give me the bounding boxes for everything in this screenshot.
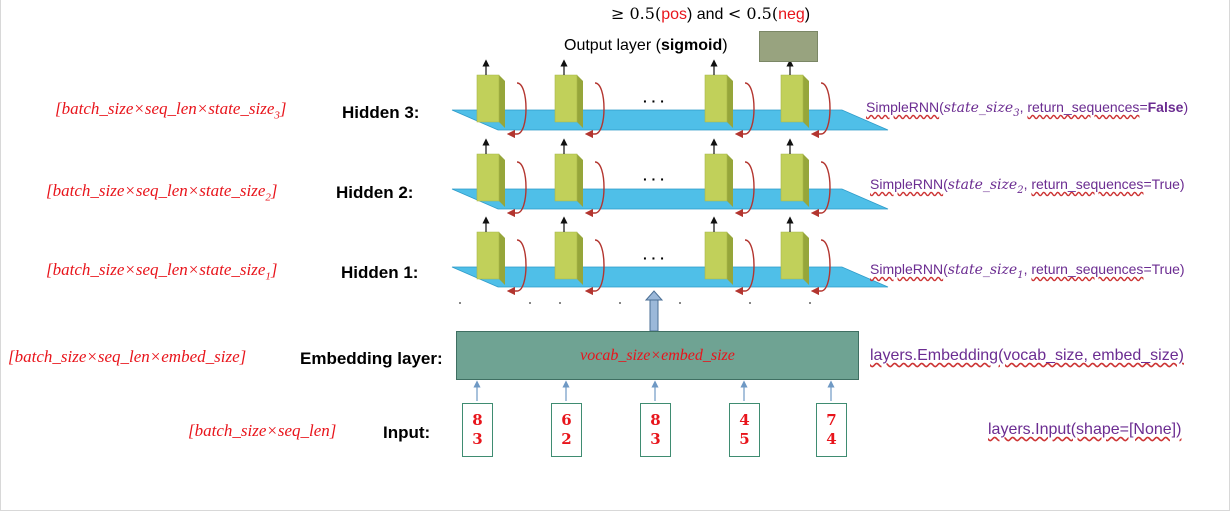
hidden1-dot-2 xyxy=(529,302,531,304)
hidden3-cell-1 xyxy=(476,74,500,123)
hidden1-shape: [batch_size×seq_len×state_size1] xyxy=(46,260,278,283)
hidden1-plane xyxy=(451,266,889,288)
hidden2-cell-2 xyxy=(554,153,578,202)
hidden1-cell-side-3 xyxy=(727,232,733,285)
embedding-shape: [batch_size×seq_len×embed_size] xyxy=(8,347,247,366)
hidden1-dot-5 xyxy=(679,302,681,304)
hidden2-recurrent-arrow-3 xyxy=(734,161,755,218)
hidden1-api: SimpleRNN(state_size1, return_sequences=… xyxy=(870,261,1185,281)
hidden1-recurrent-arrow-2 xyxy=(584,239,605,296)
hidden2-cell-3 xyxy=(704,153,728,202)
hidden3-cell-side-3 xyxy=(727,75,733,128)
hidden2-recurrent-arrow-2 xyxy=(584,161,605,218)
hidden1-label: Hidden 1: xyxy=(341,263,419,282)
hidden3-label: Hidden 3: xyxy=(342,103,420,122)
embedding-matrix-text: vocab_size×embed_size xyxy=(580,346,735,364)
input-label: Input: xyxy=(383,423,431,442)
hidden1-cell-3 xyxy=(704,231,728,280)
input-shape: [batch_size×seq_len] xyxy=(188,421,337,440)
embedding-label: Embedding layer: xyxy=(300,349,443,368)
hidden2-ellipsis: · · · xyxy=(643,171,665,187)
hidden2-cell-side-1 xyxy=(499,154,505,207)
hidden1-cell-side-2 xyxy=(577,232,583,285)
hidden3-ellipsis: · · · xyxy=(643,93,665,109)
hidden2-recurrent-arrow-1 xyxy=(506,161,527,218)
hidden1-cell-1 xyxy=(476,231,500,280)
hidden2-api: SimpleRNN(state_size2, return_sequences=… xyxy=(870,176,1185,196)
embedding-to-hidden-arrow-head xyxy=(644,290,664,301)
hidden3-cell-4 xyxy=(780,74,804,123)
output-node-box xyxy=(759,31,818,62)
hidden1-cell-side-1 xyxy=(499,232,505,285)
hidden1-dot-6 xyxy=(749,302,751,304)
hidden2-cell-side-3 xyxy=(727,154,733,207)
hidden3-cell-side-1 xyxy=(499,75,505,128)
hidden2-plane xyxy=(451,188,889,210)
hidden1-recurrent-arrow-4 xyxy=(810,239,831,296)
hidden3-shape: [batch_size×seq_len×state_size3] xyxy=(55,99,287,122)
hidden1-dot-4 xyxy=(619,302,621,304)
threshold-text: ≥ 0.5(pos) and < 0.5(neg) xyxy=(611,4,811,23)
hidden1-dot-1 xyxy=(459,302,461,304)
hidden1-dot-3 xyxy=(559,302,561,304)
hidden3-cell-2 xyxy=(554,74,578,123)
hidden2-cell-side-2 xyxy=(577,154,583,207)
hidden3-recurrent-arrow-2 xyxy=(584,82,605,139)
hidden3-recurrent-arrow-1 xyxy=(506,82,527,139)
input-api: layers.Input(shape=[None]) xyxy=(988,421,1182,438)
embedding-matrix-box: vocab_size×embed_size xyxy=(456,331,859,380)
hidden1-recurrent-arrow-3 xyxy=(734,239,755,296)
hidden2-label: Hidden 2: xyxy=(336,183,414,202)
hidden3-cell-side-2 xyxy=(577,75,583,128)
hidden2-shape: [batch_size×seq_len×state_size2] xyxy=(46,181,278,204)
hidden2-cell-1 xyxy=(476,153,500,202)
hidden1-cell-2 xyxy=(554,231,578,280)
embedding-to-hidden-arrow-shaft xyxy=(649,297,659,332)
hidden3-plane xyxy=(451,109,889,131)
hidden1-cell-side-4 xyxy=(803,232,809,285)
hidden1-ellipsis: · · · xyxy=(643,250,665,266)
output-layer-label: Output layer (sigmoid) xyxy=(564,37,728,54)
hidden1-cell-4 xyxy=(780,231,804,280)
hidden3-cell-3 xyxy=(704,74,728,123)
hidden3-api: SimpleRNN(state_size3, return_sequences=… xyxy=(866,99,1189,119)
hidden1-recurrent-arrow-1 xyxy=(506,239,527,296)
hidden2-cell-4 xyxy=(780,153,804,202)
embedding-api: layers.Embedding(vocab_size, embed_size) xyxy=(870,347,1184,364)
hidden3-recurrent-arrow-3 xyxy=(734,82,755,139)
hidden2-cell-side-4 xyxy=(803,154,809,207)
hidden3-cell-side-4 xyxy=(803,75,809,128)
hidden3-recurrent-arrow-4 xyxy=(810,82,831,139)
hidden1-dot-7 xyxy=(809,302,811,304)
hidden2-recurrent-arrow-4 xyxy=(810,161,831,218)
